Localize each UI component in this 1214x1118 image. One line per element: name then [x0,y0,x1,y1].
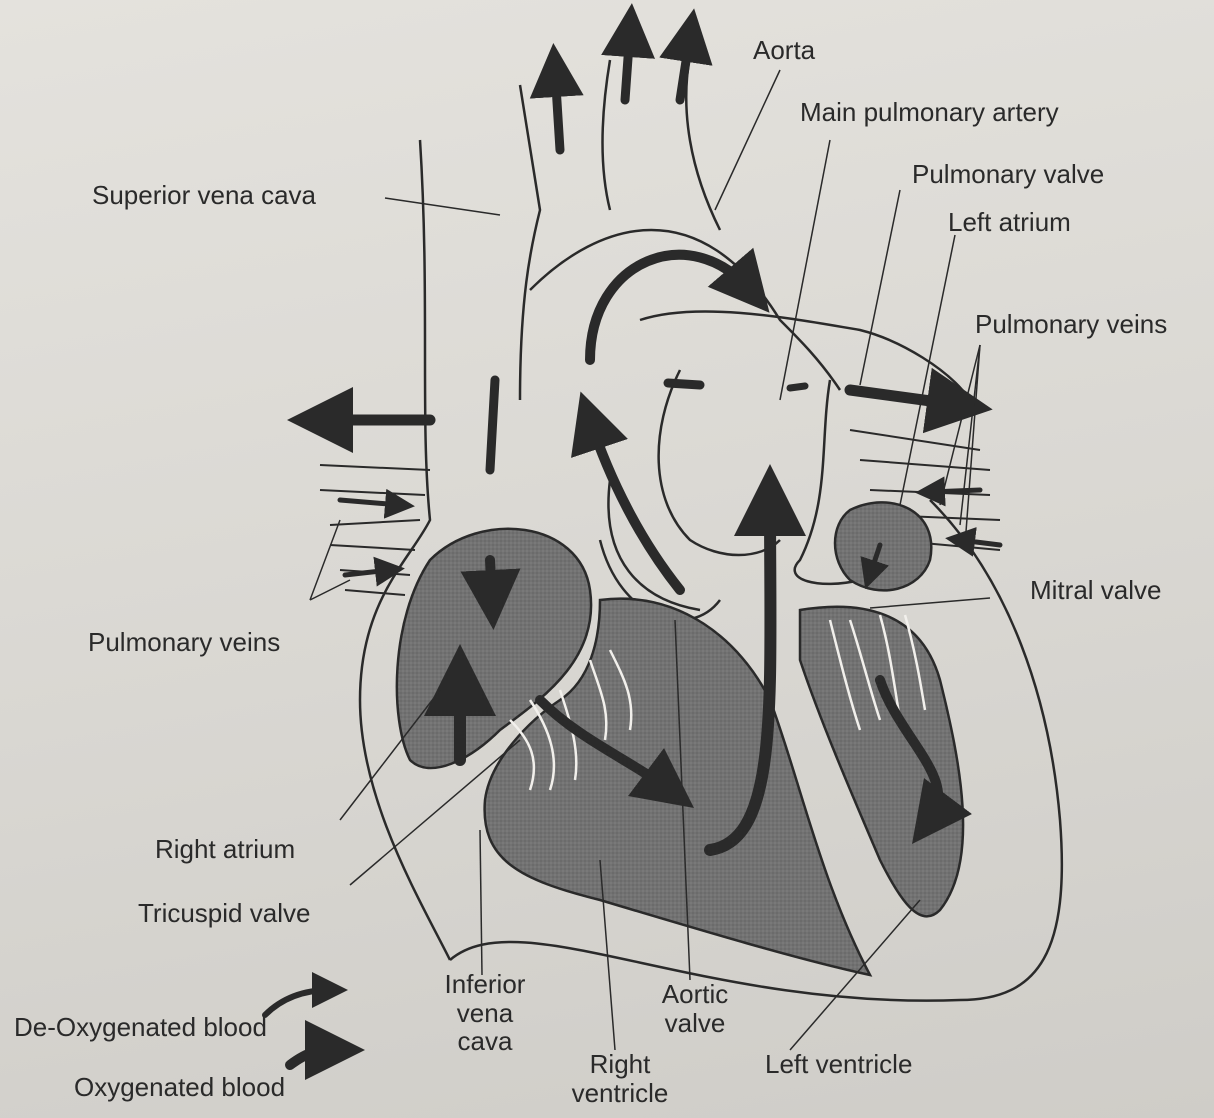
label-inferior-vena-cava: Inferior vena cava [430,970,540,1056]
label-pulmonary-veins-right: Pulmonary veins [975,310,1167,339]
legend-arrow-deoxygenated [265,990,330,1015]
label-superior-vena-cava: Superior vena cava [92,181,316,210]
label-pulmonary-veins-left: Pulmonary veins [88,628,280,657]
flow-arrow-pa-dash-2 [790,386,805,388]
label-right-ventricle: Right ventricle [555,1050,685,1107]
flow-arrow-top-2 [625,30,630,100]
label-main-pulmonary-artery: Main pulmonary artery [800,98,1059,127]
flow-arrow-svc-up [490,380,495,470]
label-left-ventricle: Left ventricle [765,1050,912,1079]
legend-oxygenated-label: Oxygenated blood [74,1073,285,1102]
legend-arrow-oxygenated [290,1050,335,1065]
flow-arrow-aorta-arch [590,255,750,360]
flow-arrow-right-lung [850,390,960,405]
label-aorta: Aorta [753,36,815,65]
label-mitral-valve: Mitral valve [1030,576,1161,605]
legend-arrows [265,990,335,1065]
flow-arrow-ra-down [490,560,492,600]
left-atrium-chamber [835,502,931,590]
flow-arrow-top-3 [680,35,690,100]
label-aortic-valve: Aortic valve [640,980,750,1037]
flow-arrow-top-1 [555,70,560,150]
label-pulmonary-valve: Pulmonary valve [912,160,1104,189]
flow-arrow-pa-dash-1 [668,383,700,385]
label-left-atrium: Left atrium [948,208,1071,237]
label-tricuspid-valve: Tricuspid valve [138,899,310,928]
flow-arrow-pv-right-1 [930,490,980,492]
label-right-atrium: Right atrium [155,835,295,864]
flow-arrow-pv-left-1 [340,500,400,505]
legend-deoxygenated-label: De-Oxygenated blood [14,1013,267,1042]
